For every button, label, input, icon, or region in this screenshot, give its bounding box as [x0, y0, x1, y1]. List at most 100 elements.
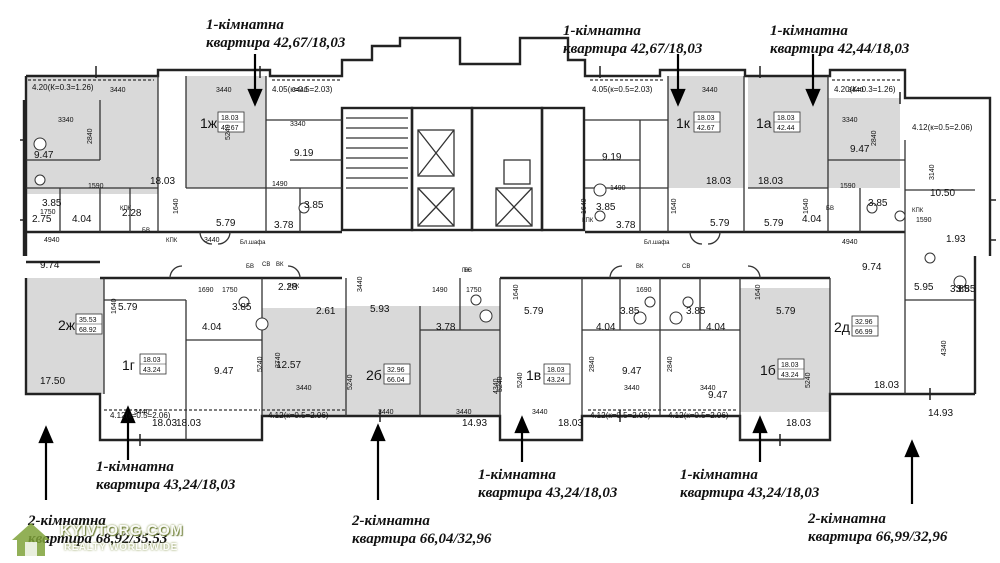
- dimension: 5240: [497, 376, 504, 392]
- caption-line1: 1-кімнатна: [563, 23, 641, 39]
- room-area: 4.04: [802, 214, 822, 225]
- room-area: 12.57: [276, 360, 301, 371]
- room-area: 5.79: [764, 218, 784, 229]
- loggia-labels: 4.20(К=0.3=1.26)4.05(к=0.5=2.03)4.05(к=0…: [32, 83, 973, 420]
- caption-line2: квартира 43,24/18,03: [478, 485, 618, 501]
- caption-line1: 1-кімнатна: [478, 467, 556, 483]
- walls: [22, 36, 992, 442]
- fixture-tag: КПК: [912, 208, 924, 214]
- room-area: 3.85: [868, 198, 888, 209]
- dimension: 1490: [432, 287, 448, 294]
- dimension: 1750: [466, 287, 482, 294]
- room-area: 3.85: [232, 302, 252, 313]
- room-area: 9.19: [294, 148, 314, 159]
- unit-total-area: 43.24: [547, 377, 565, 384]
- unit-total-area: 42.67: [697, 125, 715, 132]
- zone-1b: [740, 288, 830, 412]
- unit-code: 1б: [760, 362, 776, 378]
- loggia-area: 4.05(к=0.5=2.03): [592, 85, 653, 94]
- room-area: 9.47: [708, 390, 728, 401]
- room-area: 5.79: [118, 302, 138, 313]
- unit-code: 2б: [366, 367, 382, 383]
- dimension: 1640: [513, 284, 520, 300]
- unit-living-area: 32.96: [855, 319, 873, 326]
- caption-1g: 1-кімнатна квартира 43,24/18,03: [96, 458, 235, 494]
- loggia-area: 4.12(к=0.5=2.06): [912, 123, 973, 132]
- zone-2zh: [26, 278, 104, 394]
- dimension: 3440: [357, 276, 364, 292]
- dimension: 3340: [842, 117, 858, 124]
- caption-line2: квартира 66,04/32,96: [352, 531, 492, 547]
- dimension: 3340: [58, 117, 74, 124]
- fixture-tag: КПК: [288, 284, 300, 290]
- fixture-tag: КПК: [120, 206, 132, 212]
- dimension: 3440: [378, 409, 394, 416]
- fixture-tag: БВ: [826, 206, 834, 212]
- room-area: 10.50: [930, 188, 955, 199]
- unit-code: 2ж: [58, 317, 76, 333]
- fixture-tag: КПК: [166, 238, 178, 244]
- dimension: 3440: [216, 87, 232, 94]
- caption-line1: 2-кімнатна: [808, 511, 886, 527]
- dimension: 1750: [222, 287, 238, 294]
- fixture-tag: БВ: [142, 228, 150, 234]
- room-area: 3.85: [620, 306, 640, 317]
- room-area: 14.93: [462, 418, 487, 429]
- fixture-tag: СВ: [682, 264, 690, 270]
- caption-line2: квартира 42,67/18,03: [563, 41, 703, 57]
- caption-line2: квартира 43,24/18,03: [96, 477, 236, 493]
- dimension: 1690: [636, 287, 652, 294]
- unit-code: 1г: [122, 357, 135, 373]
- dimension: 1640: [173, 198, 180, 214]
- unit-living-area: 18.03: [781, 362, 799, 369]
- room-area: 5.79: [776, 306, 796, 317]
- dimension: 3440: [624, 385, 640, 392]
- caption-2b: 2-кімнатна квартира 66,04/32,96: [352, 512, 491, 548]
- dimension: 3440: [204, 237, 220, 244]
- fixture-tag: ВК: [636, 264, 644, 270]
- dimension: 3440: [700, 385, 716, 392]
- room-area: 3.85: [304, 200, 324, 211]
- room-area: 9.47: [622, 366, 642, 377]
- room-area: 9.74: [40, 260, 60, 271]
- unit-total-area: 42.44: [777, 125, 795, 132]
- unit-code: 1а: [756, 115, 772, 131]
- fixture-tag: ВК: [276, 262, 284, 268]
- room-area: 18.03: [786, 418, 811, 429]
- room-area: 1.93: [946, 234, 966, 245]
- dimension: 1640: [803, 198, 810, 214]
- room-area: 5.79: [710, 218, 730, 229]
- room-area: 4.04: [706, 322, 726, 333]
- unit-total-area: 42.67: [221, 125, 239, 132]
- house-logo-icon: [12, 523, 50, 556]
- watermark-brand: KYIVTORG.COM: [60, 522, 184, 539]
- unit-total-area: 66.99: [855, 329, 873, 336]
- room-area: 2.75: [32, 214, 52, 225]
- zone-mid-bottom: [262, 308, 346, 416]
- dimension: 4940: [842, 239, 858, 246]
- caption-1k: 1-кімнатна квартира 42,67/18,03: [563, 22, 702, 58]
- dimension: 1490: [610, 185, 626, 192]
- unit-total-area: 68.92: [79, 327, 97, 334]
- caption-line1: 1-кімнатна: [680, 467, 758, 483]
- room-area: 5.79: [524, 306, 544, 317]
- dimension: 3340: [290, 121, 306, 128]
- room-area: 9.47: [214, 366, 234, 377]
- unit-living-area: 18.03: [221, 115, 239, 122]
- caption-2d: 2-кімнатна квартира 66,99/32,96: [808, 510, 947, 546]
- dimension: 5240: [257, 356, 264, 372]
- dimension: 4940: [44, 237, 60, 244]
- watermark-subtitle: REALTY WORLDWIDE: [64, 542, 178, 553]
- caption-1b: 1-кімнатна квартира 43,24/18,03: [680, 466, 819, 502]
- room-area: 3.85: [686, 306, 706, 317]
- room-area: 17.50: [40, 376, 65, 387]
- room-area: 3.78: [274, 220, 294, 231]
- dimension: 3440: [456, 409, 472, 416]
- dimension: 1590: [840, 183, 856, 190]
- dimension: 4340: [493, 378, 500, 394]
- room-area: 18.03: [152, 418, 177, 429]
- room-area: 4.04: [596, 322, 616, 333]
- fixture-tag: КПК: [582, 218, 594, 224]
